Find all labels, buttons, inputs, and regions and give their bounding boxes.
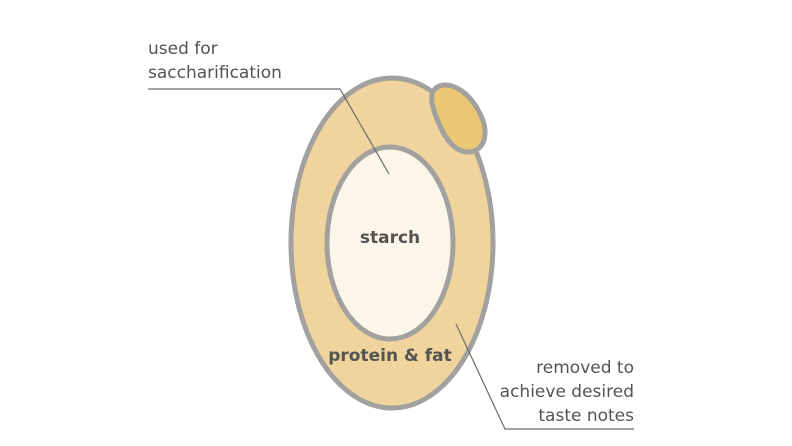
germ-embryo xyxy=(429,82,488,155)
top-callout-line-1: used for xyxy=(148,39,218,59)
bottom-callout-line-2: achieve desired xyxy=(500,382,634,402)
starch-label: starch xyxy=(360,228,420,248)
bottom-leader-line xyxy=(455,323,634,430)
bottom-callout-line-1: removed to xyxy=(536,358,634,378)
protein-fat-label: protein & fat xyxy=(328,346,451,366)
top-leader-line xyxy=(148,88,390,175)
bottom-callout-line-3: taste notes xyxy=(538,406,634,426)
top-callout-line-2: saccharification xyxy=(148,63,282,83)
inner-core-starch xyxy=(324,144,456,342)
